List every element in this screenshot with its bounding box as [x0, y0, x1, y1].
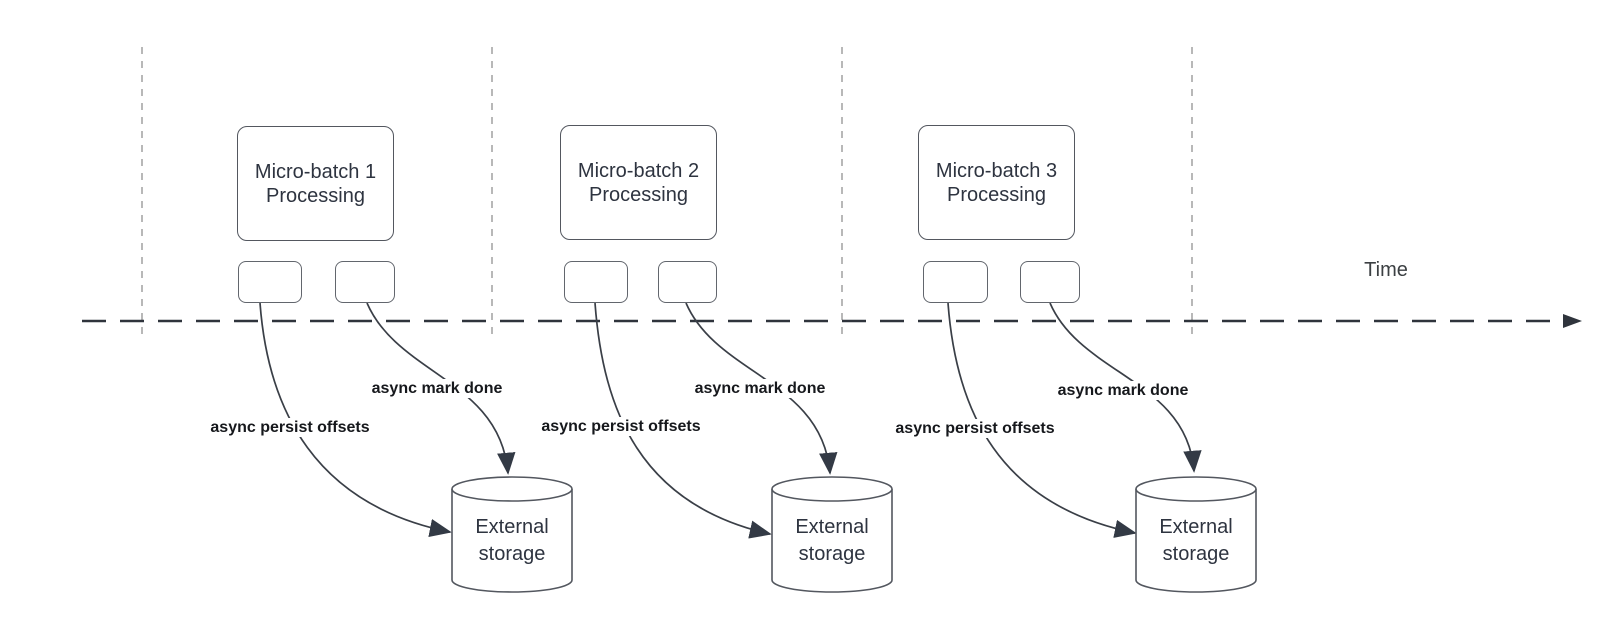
microbatch-3-processing-box: Micro-batch 3 Processing: [918, 125, 1075, 240]
persist-offsets-label-1: async persist offsets: [207, 418, 373, 437]
mark-done-label-2: async mark done: [691, 379, 829, 398]
mark-done-label-3: async mark done: [1054, 381, 1192, 400]
microbatch-1-title-line1: Micro-batch 1: [254, 160, 377, 183]
mark-done-task-box-2: [658, 261, 717, 303]
microbatch-3-title-line2: Processing: [947, 183, 1046, 206]
persist-offsets-arrow-3: [947, 302, 1137, 538]
microbatch-1-processing-box: Micro-batch 1 Processing: [237, 126, 394, 241]
persist-offsets-label-2: async persist offsets: [538, 417, 704, 436]
external-storage-label-1-line2: storage: [478, 543, 546, 565]
persist-offsets-arrow-1: [259, 302, 452, 538]
microbatch-3-title-line1: Micro-batch 3: [935, 159, 1058, 182]
time-axis-label: Time: [1364, 259, 1408, 281]
persist-offsets-task-box-2: [564, 261, 628, 303]
microbatch-1-title-line2: Processing: [266, 184, 365, 207]
storage-cylinder-1: [451, 476, 573, 593]
external-storage-label-2-line2: storage: [798, 543, 866, 565]
mark-done-label-1: async mark done: [368, 379, 506, 398]
microbatch-2-title-line2: Processing: [589, 183, 688, 206]
mark-done-task-box-3: [1020, 261, 1080, 303]
mark-done-task-box-1: [335, 261, 395, 303]
microbatch-2-processing-box: Micro-batch 2 Processing: [560, 125, 717, 240]
external-storage-label-2: External storage: [772, 514, 892, 568]
external-storage-label-3: External storage: [1136, 514, 1256, 568]
microbatch-2-title-line1: Micro-batch 2: [577, 159, 700, 182]
mark-done-arrow-3: [1049, 302, 1202, 473]
storage-cylinder-2: [771, 476, 893, 593]
storage-cylinder-3: [1135, 476, 1257, 593]
timeline-arrowhead-icon: [1563, 314, 1582, 328]
persist-offsets-arrow-2: [594, 302, 772, 539]
persist-offsets-task-box-3: [923, 261, 988, 303]
persist-offsets-label-3: async persist offsets: [892, 419, 1058, 438]
external-storage-label-3-line1: External: [1159, 516, 1233, 538]
external-storage-label-1-line1: External: [475, 516, 549, 538]
external-storage-label-1: External storage: [452, 514, 572, 568]
persist-offsets-task-box-1: [238, 261, 302, 303]
external-storage-label-3-line2: storage: [1162, 543, 1230, 565]
external-storage-label-2-line1: External: [795, 516, 869, 538]
